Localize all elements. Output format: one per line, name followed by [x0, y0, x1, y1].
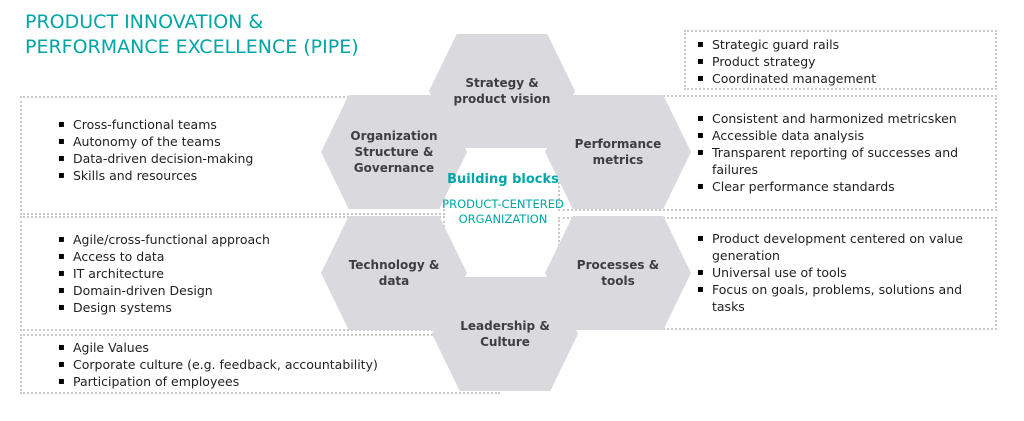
list-item: Domain-driven Design	[58, 282, 388, 299]
list-right-top: Strategic guard railsProduct strategyCoo…	[697, 36, 992, 87]
list-right-middle: Consistent and harmonized metricskenAcce…	[697, 110, 989, 195]
hexagon-processes-label: Processes & tools	[576, 257, 660, 288]
hexagon-processes: Processes & tools	[545, 216, 691, 330]
hexagon-performance-label: Performance metrics	[574, 136, 662, 167]
panel-right-top	[684, 30, 997, 90]
center-heading: Building blocks	[447, 172, 559, 187]
list-left-middle: Agile/cross-functional approachAccess to…	[58, 231, 388, 316]
list-item: Transparent reporting of successes and f…	[697, 144, 989, 178]
list-item: Design systems	[58, 299, 388, 316]
hexagon-organization: Organization Structure & Governance	[321, 95, 467, 209]
list-item: Universal use of tools	[697, 264, 989, 281]
hexagon-leadership: Leadership & Culture	[432, 277, 578, 391]
list-item: Clear performance standards	[697, 178, 989, 195]
list-item: Autonomy of the teams	[58, 133, 388, 150]
list-item: Accessible data analysis	[697, 127, 989, 144]
hexagon-technology: Technology & data	[321, 216, 467, 330]
page-title: PRODUCT INNOVATION & PERFORMANCE EXCELLE…	[25, 11, 359, 58]
list-item: Participation of employees	[58, 373, 478, 390]
hexagon-organization-label: Organization Structure & Governance	[350, 128, 438, 176]
hexagon-leadership-label: Leadership & Culture	[460, 318, 550, 349]
hexagon-technology-label: Technology & data	[348, 257, 440, 288]
list-item: Consistent and harmonized metricsken	[697, 110, 989, 127]
list-item: Corporate culture (e.g. feedback, accoun…	[58, 356, 478, 373]
list-right-bottom: Product development centered on value ge…	[697, 230, 989, 315]
list-item: Access to data	[58, 248, 388, 265]
hexagon-performance: Performance metrics	[545, 95, 691, 209]
hexagon-strategy-label: Strategy & product vision	[453, 75, 551, 106]
list-item: Agile/cross-functional approach	[58, 231, 388, 248]
list-item: IT architecture	[58, 265, 388, 282]
center-subheading: PRODUCT-CENTERED ORGANIZATION	[442, 197, 564, 226]
list-item: Data-driven decision-making	[58, 150, 388, 167]
list-item: Product strategy	[697, 53, 992, 70]
list-item: Skills and resources	[58, 167, 388, 184]
list-left-bottom: Agile ValuesCorporate culture (e.g. feed…	[58, 339, 478, 390]
list-item: Agile Values	[58, 339, 478, 356]
list-left-top: Cross-functional teamsAutonomy of the te…	[58, 116, 388, 184]
list-item: Focus on goals, problems, solutions and …	[697, 281, 989, 315]
list-item: Cross-functional teams	[58, 116, 388, 133]
list-item: Coordinated management	[697, 70, 992, 87]
center-block: Building blocks PRODUCT-CENTERED ORGANIZ…	[428, 172, 578, 227]
list-item: Strategic guard rails	[697, 36, 992, 53]
list-item: Product development centered on value ge…	[697, 230, 989, 264]
